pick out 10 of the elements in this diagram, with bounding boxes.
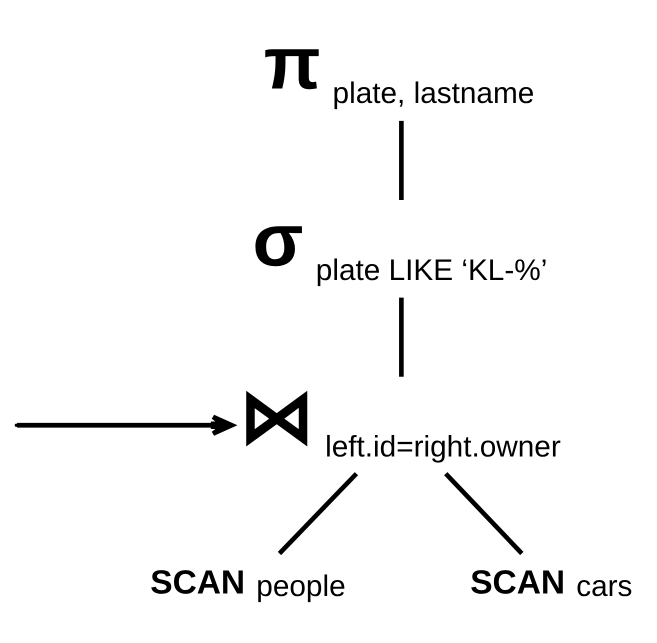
node-label: people — [256, 570, 346, 603]
node-text: ⋈ — [240, 374, 314, 458]
node-text: σ — [252, 198, 304, 281]
node-label: plate LIKE ‘KL-%’ — [316, 253, 548, 286]
node-label: cars — [576, 570, 632, 603]
node-label: plate, lastname — [332, 76, 534, 110]
node-label: left.id=right.owner — [325, 430, 561, 463]
node-text: π — [264, 21, 321, 104]
node-text: SCAN — [150, 564, 246, 601]
node-text: SCAN — [470, 564, 566, 601]
